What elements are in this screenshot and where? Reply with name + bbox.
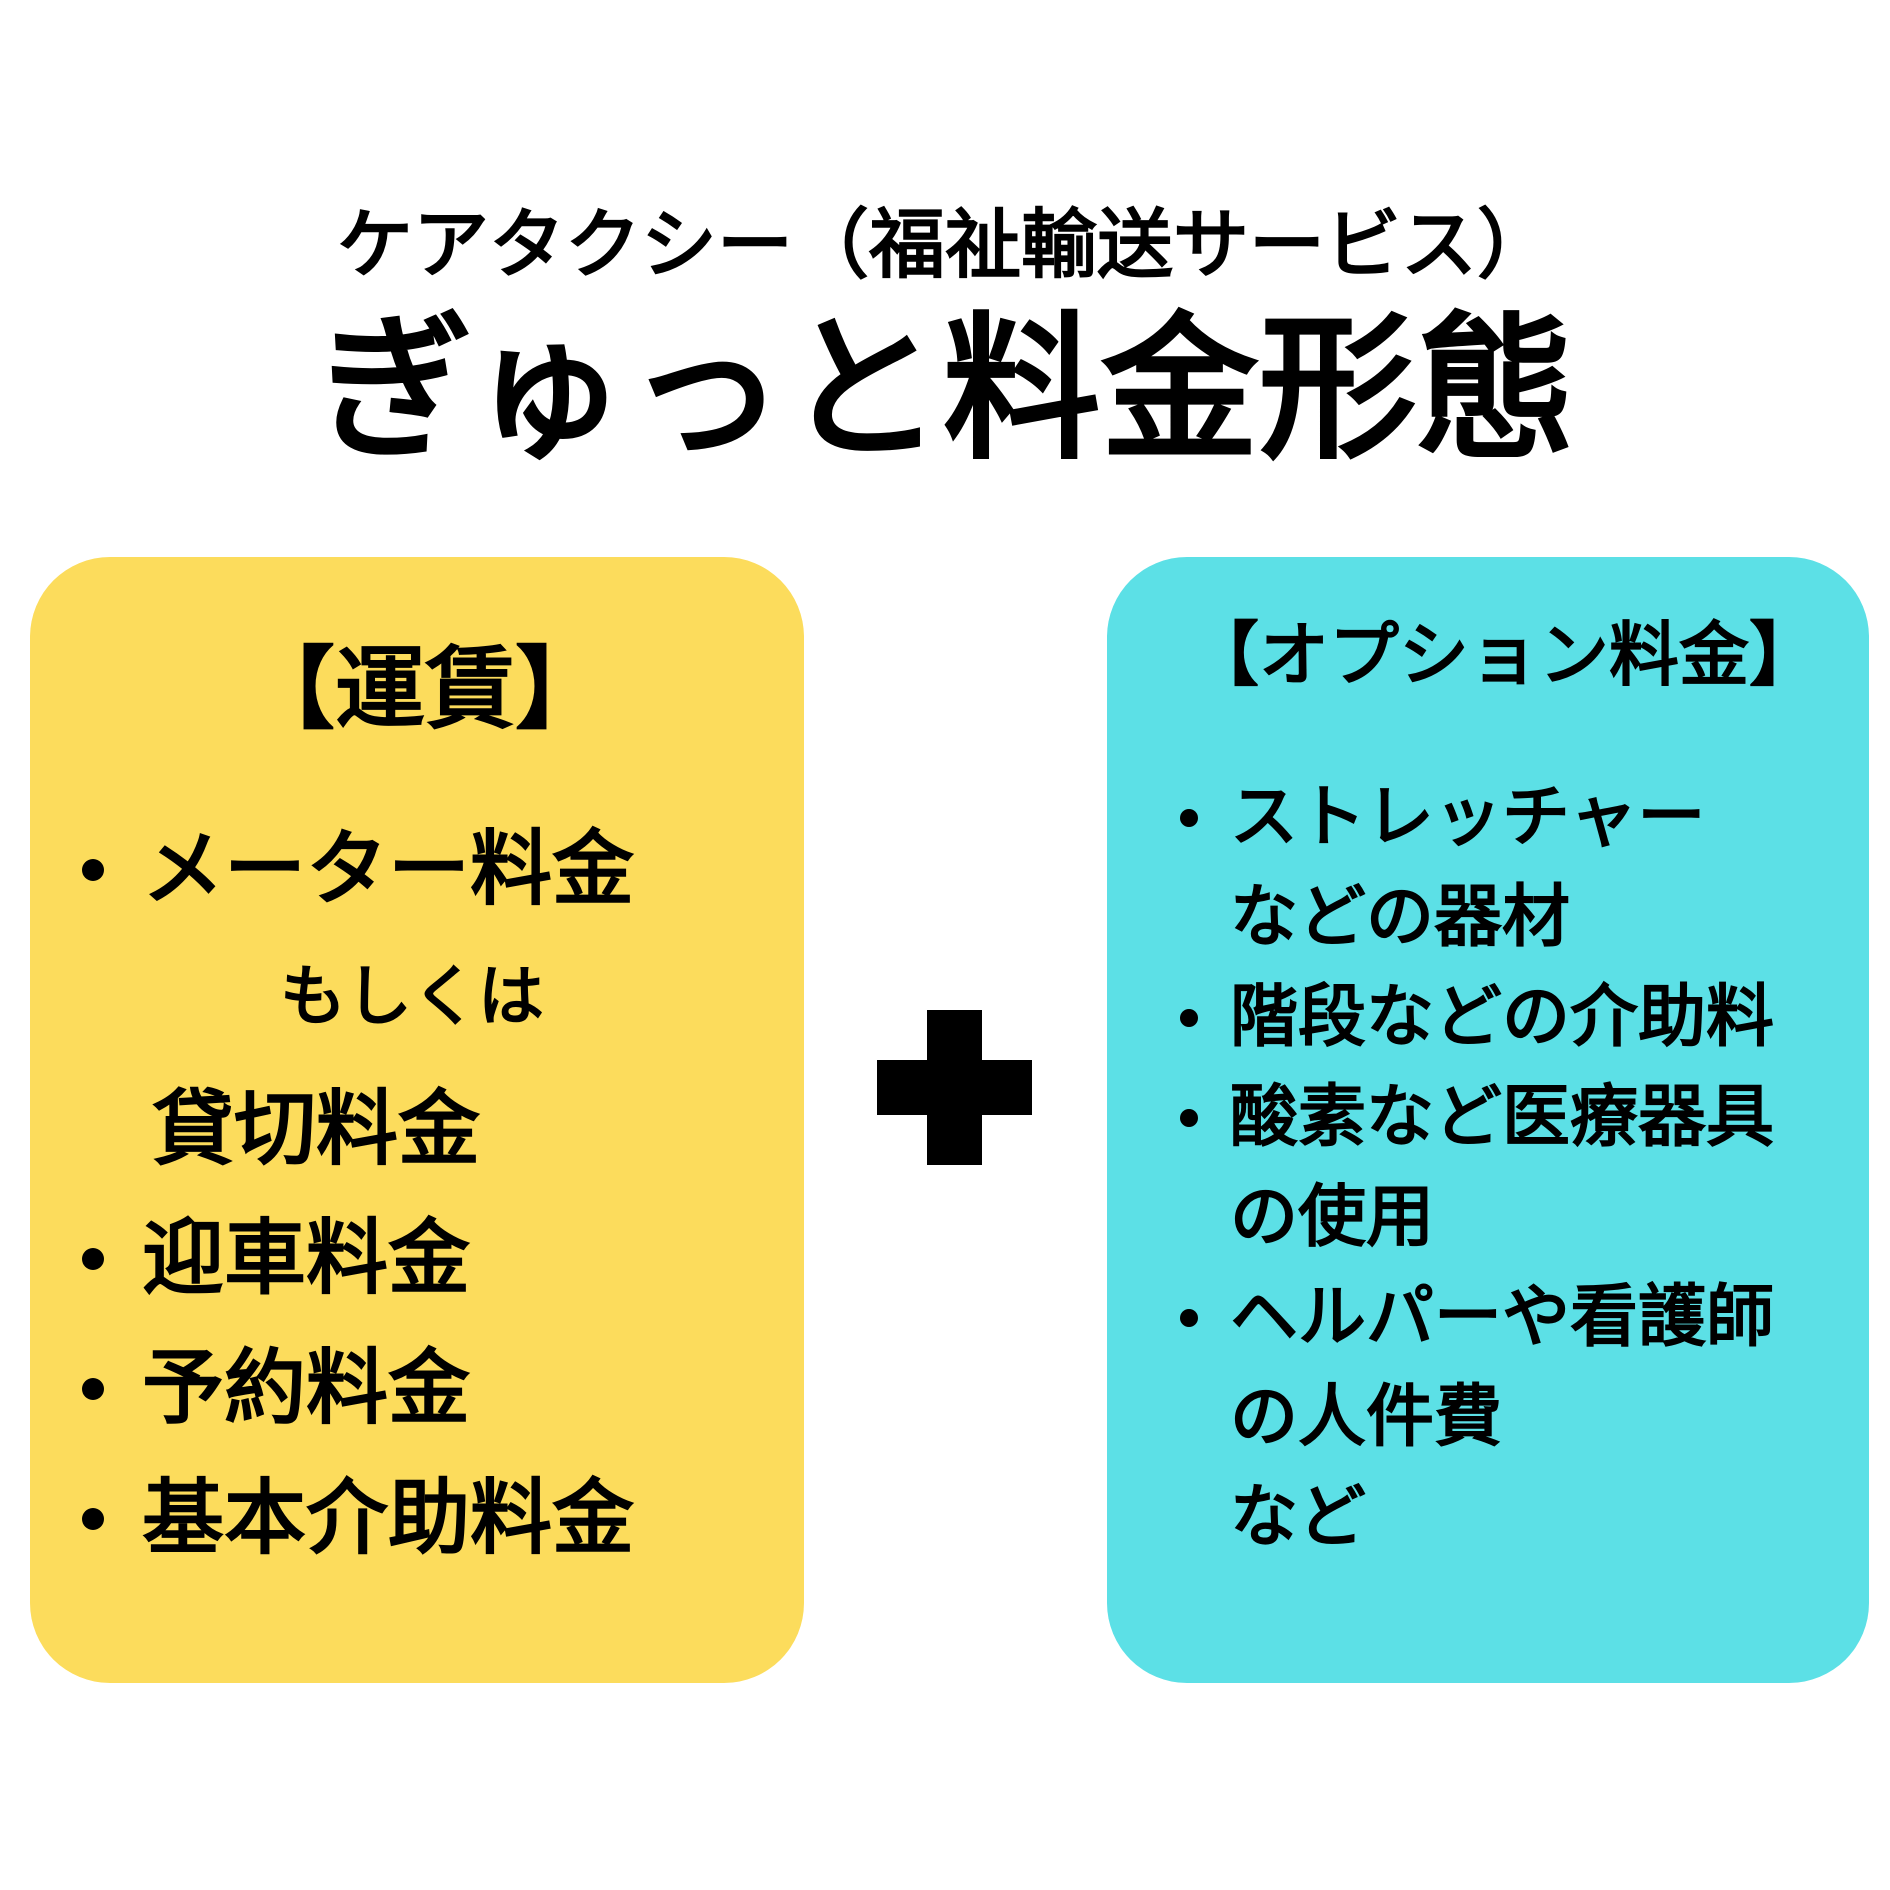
option-item-staff: ヘルパーや看護師 <box>1230 1278 1775 1357</box>
bullet-icon <box>82 1508 104 1530</box>
fare-connector: もしくは <box>280 958 544 1035</box>
fare-item-charter: 貸切料金 <box>152 1082 481 1177</box>
option-item-stretcher: ストレッチャー <box>1230 778 1706 857</box>
option-item-medical-cont: の使用 <box>1230 1178 1435 1257</box>
fare-item-basic-assist: 基本介助料金 <box>142 1471 635 1566</box>
fare-item-meter: メーター料金 <box>142 822 635 917</box>
option-item-stretcher-cont: などの器材 <box>1230 878 1571 957</box>
option-heading: 【オプション料金】 <box>1189 614 1819 696</box>
subtitle: ケアタクシー（福祉輸送サービス） <box>337 200 1553 289</box>
option-item-medical: 酸素など医療器具 <box>1230 1078 1775 1157</box>
bullet-icon <box>1180 1009 1198 1027</box>
bullet-icon <box>1180 1309 1198 1327</box>
option-item-stairs: 階段などの介助料 <box>1230 978 1775 1057</box>
fare-item-reservation: 予約料金 <box>142 1341 471 1436</box>
fare-heading: 【運賃】 <box>245 637 605 742</box>
main-title: ぎゅっと料金形態 <box>315 298 1575 482</box>
bullet-icon <box>1180 1109 1198 1127</box>
bullet-icon <box>82 1248 104 1270</box>
option-closing: など <box>1230 1478 1367 1557</box>
bullet-icon <box>82 859 104 881</box>
fare-box: 【運賃】 メーター料金 もしくは 貸切料金 迎車料金 予約料金 基本介助料金 <box>30 557 804 1683</box>
option-box: 【オプション料金】 ストレッチャー などの器材 階段などの介助料 酸素など医療器… <box>1107 557 1869 1683</box>
bullet-icon <box>1180 809 1198 827</box>
bullet-icon <box>82 1378 104 1400</box>
option-item-staff-cont: の人件費 <box>1230 1378 1503 1457</box>
fare-item-pickup: 迎車料金 <box>142 1211 471 1306</box>
plus-icon <box>877 1010 1032 1165</box>
